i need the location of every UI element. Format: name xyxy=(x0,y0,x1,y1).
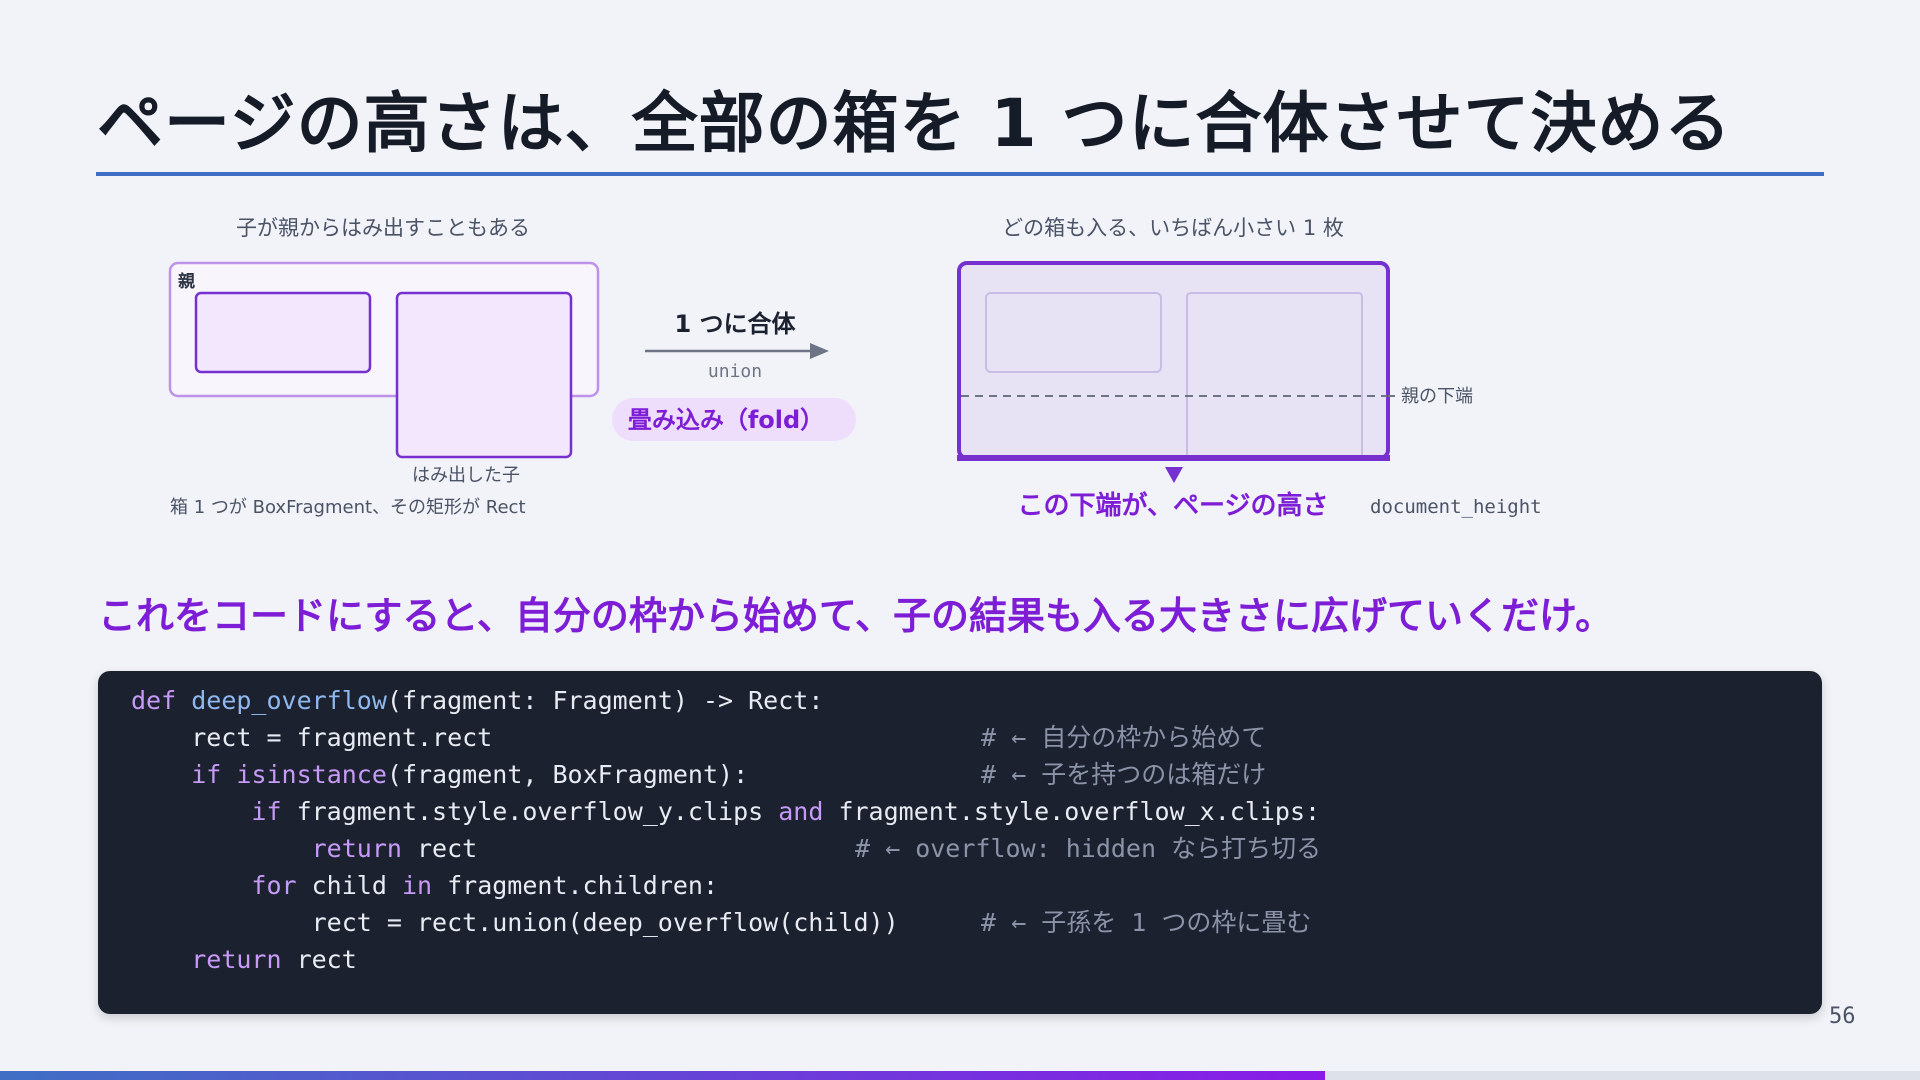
fold-badge xyxy=(612,398,856,441)
left-caption: 子が親からはみ出すこともある xyxy=(236,216,530,240)
code-token xyxy=(176,686,191,715)
progress-fill xyxy=(0,1071,1325,1080)
union-rect xyxy=(957,261,1390,460)
bottom-edge-pointer xyxy=(1165,467,1183,483)
code-token: (fragment, BoxFragment): xyxy=(386,760,749,789)
code-token: rect xyxy=(401,834,478,863)
code-token xyxy=(221,760,236,789)
code-token xyxy=(131,871,251,900)
union-sublabel: union xyxy=(708,361,762,382)
code-token: return xyxy=(191,945,282,974)
code-token: if xyxy=(251,797,282,826)
code-token: isinstance xyxy=(236,760,387,789)
ghost-child-inner xyxy=(985,292,1162,373)
union-arrow-head xyxy=(810,343,829,359)
code-comment: # ← overflow: hidden なら打ち切る xyxy=(855,834,1322,863)
child-box-inner xyxy=(194,291,372,374)
code-comment: # ← 自分の枠から始めて xyxy=(981,723,1267,752)
code-line: return rect xyxy=(131,941,357,978)
code-token: fragment.style.overflow_x.clips: xyxy=(823,797,1321,826)
code-token: rect = rect.union(deep_overflow(child)) xyxy=(131,908,899,937)
page-height-label: この下端が、ページの高さ xyxy=(1018,490,1329,521)
code-comment: # ← 子を持つのは箱だけ xyxy=(981,760,1267,789)
code-token: fragment.style.overflow_y.clips xyxy=(281,797,779,826)
code-token: child xyxy=(296,871,402,900)
title-rule xyxy=(96,172,1824,176)
code-token: fragment.children: xyxy=(432,871,719,900)
overflow-child-label: はみ出した子 xyxy=(412,465,520,486)
code-token: for xyxy=(251,871,297,900)
code-token xyxy=(131,760,191,789)
progress-track xyxy=(0,1071,1920,1080)
code-line: for child in fragment.children: xyxy=(131,867,718,904)
child-box-overflowing xyxy=(395,291,573,459)
parent-box xyxy=(168,261,600,398)
code-line: def deep_overflow(fragment: Fragment) ->… xyxy=(131,682,823,719)
left-note: 箱 1 つが BoxFragment、その矩形が Rect xyxy=(170,497,526,518)
code-token: in xyxy=(401,871,433,900)
code-line: return rect xyxy=(131,830,478,867)
union-label: 1 つに合体 xyxy=(674,310,796,338)
code-token xyxy=(131,797,251,826)
code-token: if xyxy=(191,760,222,789)
code-token: rect = fragment.rect xyxy=(131,723,493,752)
parent-bottom-label: 親の下端 xyxy=(1401,386,1473,407)
code-line: rect = fragment.rect xyxy=(131,719,492,756)
code-token: rect xyxy=(281,945,357,974)
code-token: (fragment: Fragment) -> Rect: xyxy=(386,686,824,715)
right-caption: どの箱も入る、いちばん小さい 1 枚 xyxy=(1002,216,1344,240)
ghost-child-overflowing xyxy=(1186,292,1363,457)
code-token: return xyxy=(311,834,402,863)
code-block: def deep_overflow(fragment: Fragment) ->… xyxy=(98,671,1822,1014)
code-line: rect = rect.union(deep_overflow(child)) xyxy=(131,904,899,941)
parent-label: 親 xyxy=(178,271,195,292)
code-token xyxy=(131,945,191,974)
summary-text: これをコードにすると、自分の枠から始めて、子の結果も入る大きさに広げていくだけ。 xyxy=(98,594,1614,638)
code-token: def xyxy=(131,686,177,715)
code-line: if isinstance(fragment, BoxFragment): xyxy=(131,756,748,793)
code-token: and xyxy=(778,797,824,826)
code-line: if fragment.style.overflow_y.clips and f… xyxy=(131,793,1320,830)
page-number: 56 xyxy=(1829,1004,1856,1029)
slide-title: ページの高さは、全部の箱を 1 つに合体させて決める xyxy=(97,85,1732,162)
fold-badge-label: 畳み込み（fold） xyxy=(628,406,824,434)
code-token xyxy=(131,834,312,863)
code-comment: # ← 子孫を 1 つの枠に畳む xyxy=(981,908,1312,937)
document-height-code: document_height xyxy=(1370,496,1542,518)
code-token: deep_overflow xyxy=(191,686,387,715)
